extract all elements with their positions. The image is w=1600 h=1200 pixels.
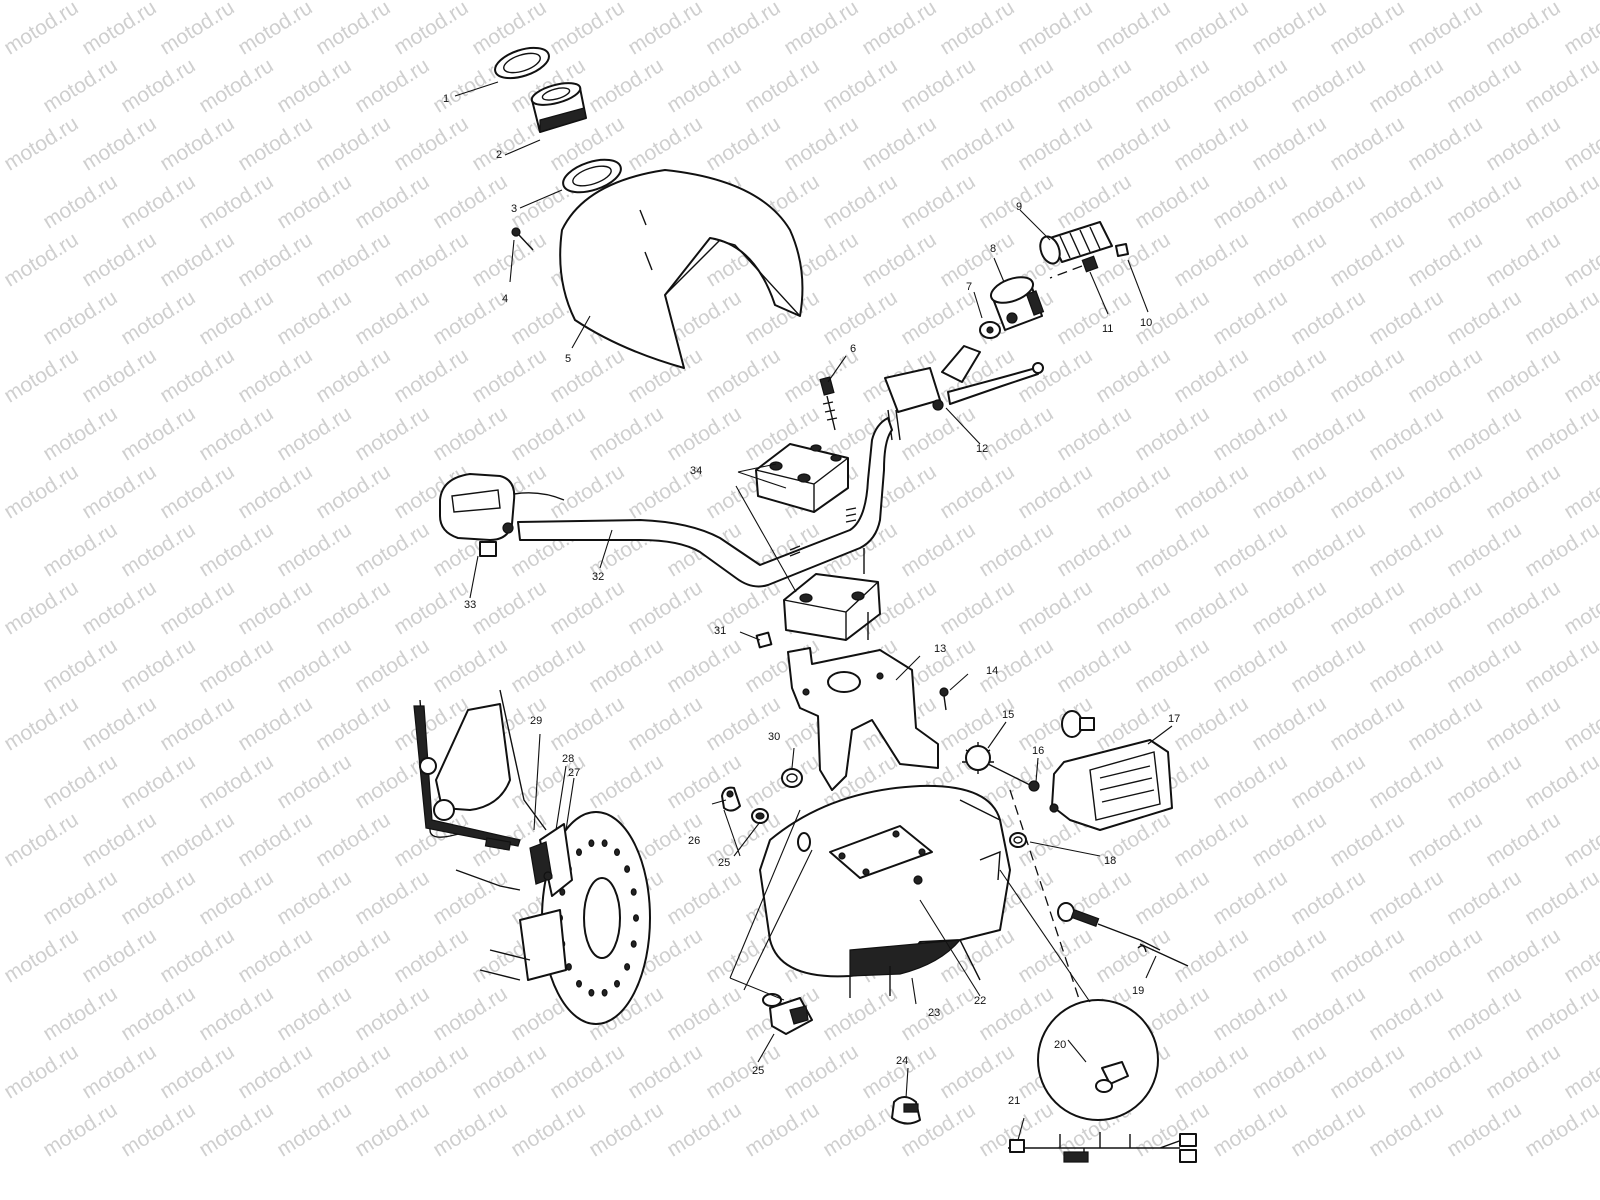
- callout-15: 15: [1002, 709, 1014, 721]
- callout-13: 13: [934, 643, 946, 655]
- leader-lines: [454, 81, 1173, 1141]
- callout-29: 29: [530, 715, 542, 727]
- part-25-grommet-upper: [751, 808, 769, 824]
- disc-hole: [624, 865, 631, 873]
- callout-5: 5: [565, 353, 571, 365]
- part-8-throttle-housing: [989, 276, 1045, 331]
- disc-hole: [630, 888, 637, 896]
- part-28-caliper: [519, 823, 573, 981]
- disc-hole: [575, 848, 582, 857]
- disc-hole: [632, 914, 639, 922]
- part-1-seal-ring: [494, 46, 550, 80]
- part-7-washer: [979, 321, 1001, 339]
- part-21-wire-harness: [1008, 1132, 1197, 1163]
- part-17-headlight: [1049, 739, 1173, 831]
- part-3-seal-ring: [562, 158, 622, 194]
- callout-20: 20: [1054, 1039, 1066, 1051]
- callout-16: 16: [1032, 745, 1044, 757]
- callout-10: 10: [1140, 317, 1152, 329]
- part-24-clamp: [891, 1096, 921, 1125]
- part-2-bushing: [530, 82, 587, 133]
- part-12-brake-lever: [884, 345, 1044, 441]
- part-20-detail-circle: [1037, 999, 1159, 1121]
- part-32-handlebar: [517, 417, 893, 588]
- disc-hole: [601, 988, 608, 997]
- part-15-adjuster: [962, 742, 1033, 787]
- part-16-bulb: [1028, 710, 1095, 792]
- disc-hole: [601, 839, 608, 848]
- callout-2: 2: [496, 149, 502, 161]
- disc-hole: [588, 839, 595, 848]
- callout-25-upper: 25: [718, 857, 730, 869]
- part-10-cap: [1115, 243, 1129, 257]
- callout-17: 17: [1168, 713, 1180, 725]
- callout-21: 21: [1008, 1095, 1020, 1107]
- part-31-nut: [755, 631, 773, 649]
- callout-9: 9: [1016, 201, 1022, 213]
- part-29-fork-and-hose: [413, 689, 547, 981]
- callout-8: 8: [990, 243, 996, 255]
- callout-18: 18: [1104, 855, 1116, 867]
- part-18-grommet: [1009, 832, 1027, 848]
- part-11-screw: [1049, 255, 1099, 279]
- callout-14: 14: [986, 665, 998, 677]
- callout-25-lower: 25: [752, 1065, 764, 1077]
- callout-labels: 1 2 3 4 5 6 7 8 9 10 11 12 13 14 15 16 1…: [443, 93, 1180, 1107]
- callout-11: 11: [1102, 323, 1113, 335]
- disc-hole: [588, 988, 595, 997]
- disc-hole: [624, 963, 631, 971]
- part-23-lower-panel: [759, 784, 1011, 998]
- disc-hole: [613, 979, 620, 988]
- callout-33: 33: [464, 599, 476, 611]
- callout-28: 28: [562, 753, 574, 765]
- callout-23: 23: [928, 1007, 940, 1019]
- callout-32: 32: [592, 571, 604, 583]
- callout-19: 19: [1132, 985, 1144, 997]
- part-19-cable: [1057, 902, 1189, 967]
- callout-22: 22: [974, 995, 986, 1007]
- part-25-connector-lower: [762, 993, 813, 1035]
- callout-7: 7: [966, 281, 972, 293]
- callout-30: 30: [768, 731, 780, 743]
- part-26-connector: [721, 786, 741, 812]
- callout-24: 24: [896, 1055, 908, 1067]
- callout-6: 6: [850, 343, 856, 355]
- callout-34: 34: [690, 465, 702, 477]
- part-30-grommet: [781, 768, 803, 788]
- disc-hole: [613, 848, 620, 857]
- part-4-screw: [511, 227, 534, 251]
- part-6-bolt: [819, 376, 838, 431]
- disc-hole: [575, 979, 582, 988]
- callout-26: 26: [688, 835, 700, 847]
- callout-3: 3: [511, 203, 517, 215]
- callout-27: 27: [568, 767, 580, 779]
- part-13-bracket: [787, 647, 939, 791]
- part-9-grip: [1039, 221, 1113, 265]
- callout-12: 12: [976, 443, 988, 455]
- disc-hole: [630, 940, 637, 948]
- disc-hole: [565, 963, 572, 971]
- part-5-cover: [559, 169, 804, 369]
- callout-31: 31: [714, 625, 726, 637]
- part-14-screw: [939, 687, 949, 711]
- callout-1: 1: [443, 93, 449, 105]
- part-34-handlebar-clamps: [755, 443, 881, 641]
- callout-4: 4: [502, 293, 508, 305]
- part-33-master-cylinder: [439, 473, 565, 557]
